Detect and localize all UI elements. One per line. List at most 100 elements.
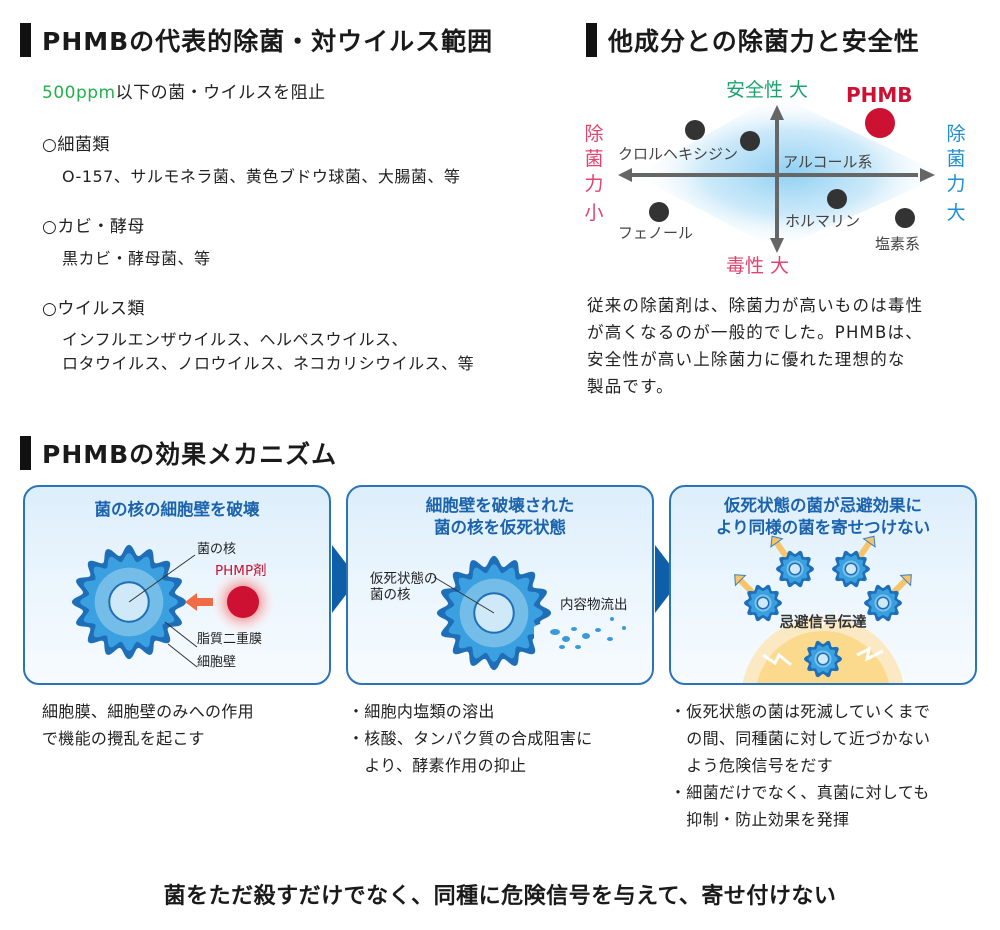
phmp-agent-dot-icon (227, 586, 259, 618)
step-1-title: 菌の核の細胞壁を破壊 (94, 500, 260, 519)
point-label-chlorhexidine: クロルヘキシジン (618, 145, 739, 163)
category-list-bacteria: O-157、サルモネラ菌、黄色ブドウ球菌、大腸菌、等 (62, 167, 461, 186)
description-line: ・核酸、タンパク質の合成阻害に (348, 729, 593, 748)
step-3-description: ・仮死状態の菌は死滅していくまで の間、同種菌に対して近づかない よう危険信号を… (670, 698, 930, 833)
description-line: より、酵素作用の抑止 (348, 756, 527, 775)
range-title-text: PHMBの代表的除菌・対ウイルス範囲 (42, 27, 494, 56)
cell-nucleus-layer (844, 562, 858, 576)
point-dot-5 (895, 208, 915, 228)
category-heading-bacteria: ○細菌類 (42, 135, 110, 155)
step-2-title-line: 菌の核を仮死状態 (434, 518, 566, 537)
category-list-virus-line2: ロタウイルス、ノロウイルス、ネコカリシウイルス、等 (62, 354, 475, 373)
axis-left-char: 菌 (584, 148, 604, 170)
repelled-bacterium-icon (864, 584, 902, 622)
repel-arrow-head-icon (734, 574, 747, 587)
point-label-phenol: フェノール (618, 224, 694, 242)
step-2-title: 細胞壁を破壊された 菌の核を仮死状態 (348, 495, 652, 539)
step-2-graphic (433, 555, 626, 671)
step-3-graphic (734, 535, 912, 683)
axis-label-left: 除 菌 力 小 (583, 122, 605, 226)
label-content-outflow: 内容物流出 (560, 597, 628, 613)
description-line: 製品です。 (587, 377, 674, 396)
label-phmp-agent: PHMP剤 (215, 563, 267, 579)
cell-nucleus-layer (756, 596, 770, 610)
range-section-title: PHMBの代表的除菌・対ウイルス範囲 (20, 22, 493, 58)
cell-wall-breach (534, 623, 554, 645)
description-line: よう危険信号をだす (670, 756, 834, 775)
signal-bolt-icon (762, 652, 792, 667)
label-cell-wall: 細胞壁 (197, 655, 237, 670)
title-bar-marker (20, 23, 31, 57)
category-list-virus-line1: インフルエンザウイルス、ヘルペスウイルス、 (62, 330, 409, 349)
description-line: が高くなるのが一般的でした。PHMBは、 (587, 323, 923, 342)
description-line: で機能の攪乱を起こす (42, 729, 205, 748)
step-1-graphic (71, 544, 277, 668)
title-bar-marker (586, 23, 597, 57)
axis-label-top: 安全性 大 (726, 79, 809, 101)
signal-bolt-icon (856, 646, 884, 662)
axis-right-char: 力 (946, 173, 966, 195)
repelled-bacterium-icon (776, 550, 814, 588)
repel-arrow-shaft (855, 541, 872, 561)
leader-line-wall (167, 643, 198, 668)
step-3-title: 仮死状態の菌が忌避効果に より同様の菌を寄せつけない (671, 495, 975, 539)
axis-right-char: 大 (946, 202, 966, 224)
repel-arrow-head-icon (770, 535, 784, 548)
repel-arrows (734, 535, 912, 597)
footer-tagline: 菌をただ殺すだけでなく、同種に危険信号を与えて、寄せ付けない (163, 884, 837, 909)
axis-left-char: 力 (584, 173, 604, 195)
repelled-bacterium-icon (832, 550, 870, 588)
description-line: 安全性が高い上除菌力に優れた理想的な (587, 350, 906, 369)
cell-nucleus-layer (876, 596, 890, 610)
signal-bolt-icon (819, 610, 839, 628)
quadrant-graphic (618, 95, 945, 253)
point-label-formalin: ホルマリン (785, 212, 861, 230)
axis-arrow-up-icon (770, 105, 784, 120)
mechanism-step-2: 細胞壁を破壊された 菌の核を仮死状態 仮死状態の 菌の核 内容物流出 (346, 485, 654, 685)
category-heading-virus: ○ウイルス類 (42, 299, 145, 319)
axis-arrow-left-icon (618, 168, 632, 182)
axis-arrow-right-icon (920, 168, 935, 182)
label-dormant-line2: 菌の核 (370, 587, 411, 603)
mechanism-title-text: PHMBの効果メカニズム (42, 440, 338, 469)
point-label-chlorine: 塩素系 (875, 235, 921, 253)
axis-left-char: 小 (584, 202, 604, 224)
point-label-alcohol: アルコール系 (783, 153, 873, 171)
category-heading-fungi: ○カビ・酵母 (42, 217, 145, 237)
description-line: ・仮死状態の菌は死滅していくまで (670, 702, 931, 721)
mechanism-step-3: 仮死状態の菌が忌避効果に より同様の菌を寄せつけない 忌避信号伝達 (669, 485, 977, 685)
description-line: 従来の除菌剤は、除菌力が高いものは毒性 (587, 296, 924, 315)
mechanism-step-1: 菌の核の細胞壁を破壊 菌の核 PHMP剤 脂質二重膜 細胞壁 (23, 485, 331, 685)
step-3-title-line: より同様の菌を寄せつけない (715, 518, 931, 537)
axis-right-char: 菌 (946, 148, 966, 170)
repel-arrow-head-icon (899, 574, 912, 587)
category-list-fungi: 黒カビ・酵母菌、等 (62, 249, 211, 268)
step-2-title-line: 細胞壁を破壊された (425, 496, 575, 515)
point-dot-phmb (865, 108, 895, 138)
comparison-section-title: 他成分との除菌力と安全性 (586, 22, 920, 58)
blue-diamond-glow (635, 95, 945, 250)
leader-line-membrane (164, 621, 198, 648)
label-nucleus: 菌の核 (197, 542, 237, 557)
axis-label-bottom: 毒性 大 (726, 255, 790, 277)
content-outflow-particles (550, 617, 626, 649)
comparison-description: 従来の除菌剤は、除菌力が高いものは毒性 が高くなるのが一般的でした。PHMBは、… (587, 292, 987, 400)
phmb-label: PHMB (846, 83, 913, 107)
description-line: ・細胞内塩類の溶出 (348, 702, 495, 721)
repel-arrow-shaft (774, 541, 791, 561)
axis-arrow-down-icon (770, 238, 784, 253)
ppm-rest-text: 以下の菌・ウイルスを阻止 (115, 83, 326, 103)
mechanism-section-title: PHMBの効果メカニズム (20, 435, 337, 471)
point-dot-2 (740, 131, 760, 151)
repel-arrow-head-icon (862, 535, 876, 548)
leader-line-nucleus (128, 554, 196, 603)
cell-nucleus-layer (788, 562, 802, 576)
label-repel-signal: 忌避信号伝達 (779, 615, 867, 631)
leader-line-dormant (433, 576, 495, 614)
point-dot-1 (685, 120, 705, 140)
comparison-title-text: 他成分との除菌力と安全性 (608, 27, 920, 56)
title-bar-marker (20, 436, 31, 470)
point-dot-4 (827, 189, 847, 209)
step-2-description: ・細胞内塩類の溶出 ・核酸、タンパク質の合成阻害に より、酵素作用の抑止 (348, 698, 593, 779)
attack-arrow-icon (185, 593, 213, 611)
